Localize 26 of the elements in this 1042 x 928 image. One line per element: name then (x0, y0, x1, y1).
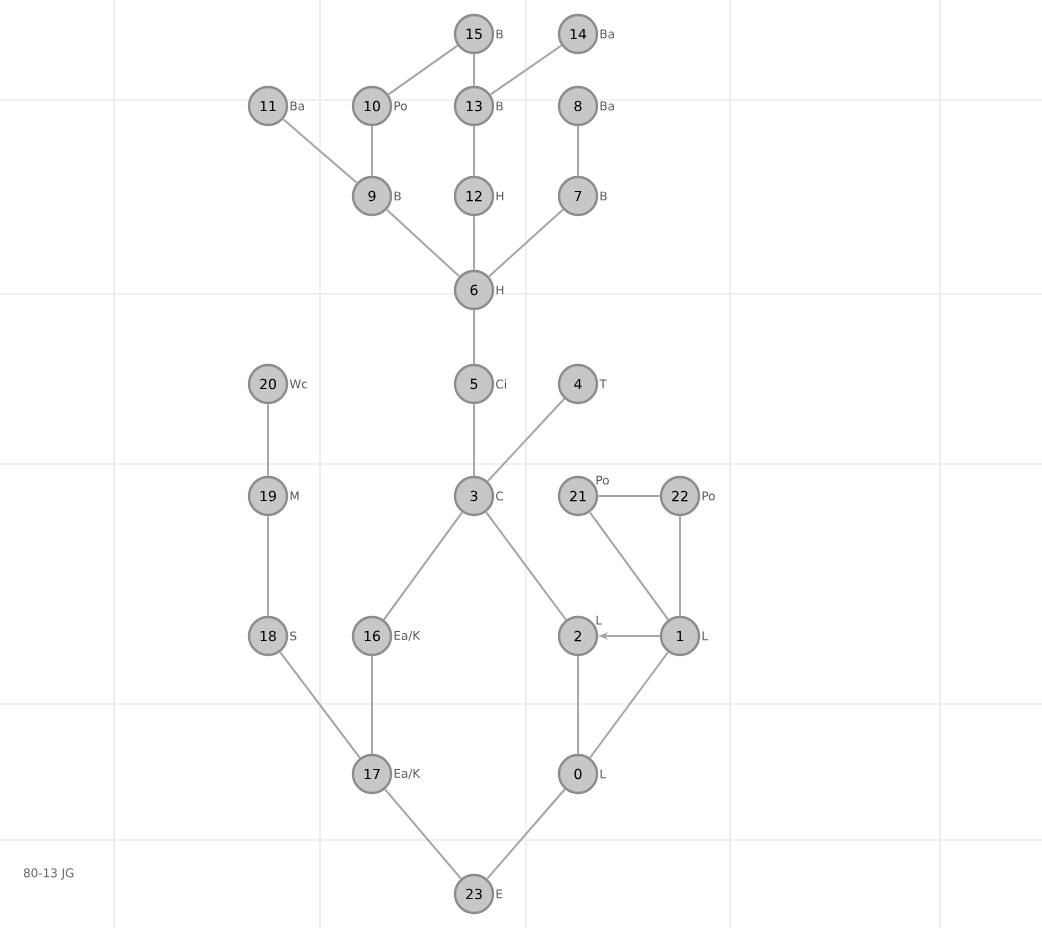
edge (486, 397, 566, 483)
edge (589, 651, 669, 759)
edge (267, 515, 269, 617)
edge (282, 118, 358, 184)
edge (485, 511, 567, 621)
edge (489, 44, 563, 96)
edge (473, 53, 475, 87)
edge (473, 403, 475, 477)
edge (385, 208, 461, 278)
edge (486, 788, 566, 880)
edge (577, 655, 579, 755)
edge (577, 125, 579, 177)
edge (382, 511, 464, 621)
edge (267, 403, 269, 477)
edge (488, 208, 565, 278)
edge (597, 495, 661, 497)
edge (679, 515, 681, 617)
edge (387, 44, 459, 96)
edge (384, 788, 462, 880)
edge (473, 215, 475, 271)
edge (371, 655, 373, 755)
edge (588, 511, 670, 621)
edge (473, 125, 475, 177)
edge (473, 309, 475, 365)
edge (279, 651, 361, 759)
edge (371, 125, 373, 177)
